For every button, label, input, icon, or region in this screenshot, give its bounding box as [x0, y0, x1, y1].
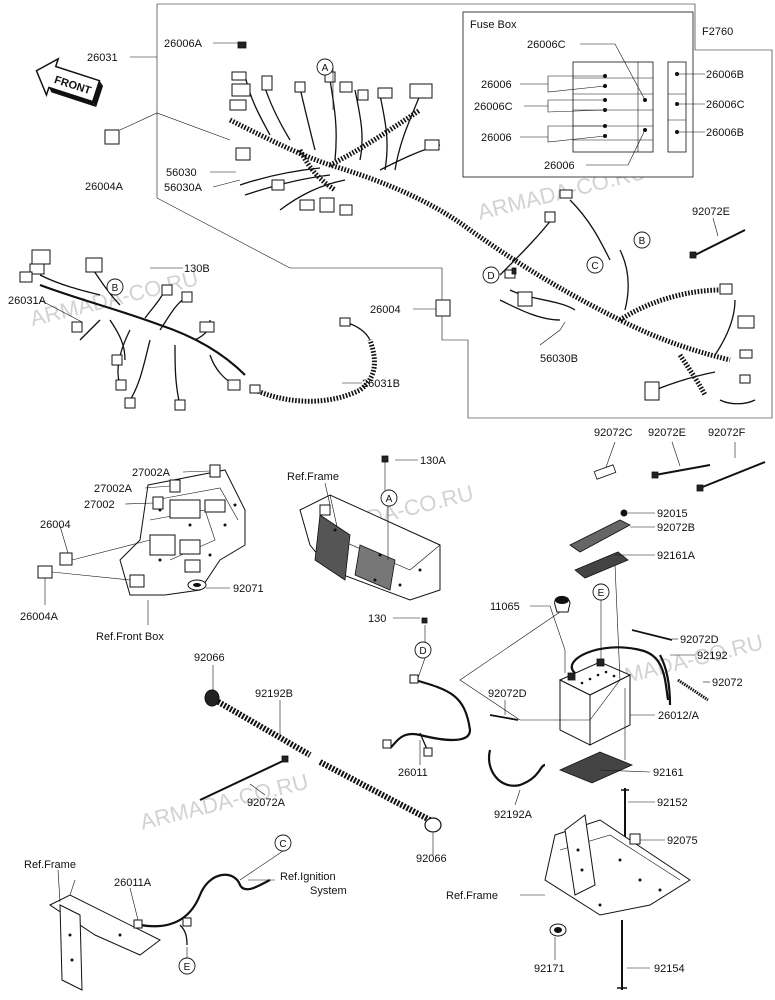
fuse-label-left-5: 26006 — [544, 160, 575, 172]
fuse-label-left-3: 26006C — [474, 101, 513, 113]
label-26006a: 26006A — [164, 38, 203, 50]
front-arrow-icon: FRONT — [35, 57, 103, 107]
ref-frame-left: Ref.Frame — [24, 859, 76, 871]
fuse-label-left-4: 26006 — [481, 132, 512, 144]
cable-ties-row — [593, 441, 766, 492]
label-26004a-top: 26004A — [85, 181, 124, 193]
label-26004-mid: 26004 — [370, 304, 401, 316]
front-box-bracket — [37, 464, 246, 596]
leaders-front-box — [44, 470, 230, 625]
harness-group-border — [156, 3, 773, 419]
label-26031: 26031 — [87, 52, 118, 64]
label-92161a: 92161A — [657, 550, 696, 562]
label-26004-left: 26004 — [40, 519, 71, 531]
label-92072d-left: 92072D — [488, 688, 527, 700]
callout-a: A — [386, 494, 393, 505]
callout-d: D — [487, 271, 494, 282]
battery-assembly — [382, 509, 709, 990]
label-92066-top: 92066 — [194, 652, 225, 664]
fuse-label-right-3: 26006B — [706, 127, 744, 139]
label-92192a: 92192A — [494, 809, 533, 821]
connector-26004a-top — [104, 129, 120, 145]
callout-circle-c — [274, 834, 292, 852]
label-56030: 56030 — [166, 167, 197, 179]
label-92071: 92071 — [233, 583, 264, 595]
cable-tie-92072e-top — [689, 229, 746, 259]
label-26011a: 26011A — [114, 877, 152, 889]
ref-frame-right: Ref.Frame — [446, 890, 498, 902]
callout-b: B — [639, 236, 646, 247]
label-11065: 11065 — [490, 601, 520, 613]
callout-e: E — [598, 588, 605, 599]
ref-ignition-line1: Ref.Ignition — [280, 871, 336, 883]
callout-c: C — [591, 261, 598, 272]
label-92161: 92161 — [653, 767, 684, 779]
callout-d: D — [419, 646, 426, 657]
label-92072e-top: 92072E — [692, 206, 730, 218]
label-92171: 92171 — [534, 963, 565, 975]
main-wire-harness — [228, 74, 756, 405]
harness-protector-92192b — [199, 665, 442, 855]
label-26004a-left: 26004A — [20, 611, 59, 623]
callout-c: C — [279, 839, 286, 850]
label-26031b: 26031B — [362, 378, 400, 390]
label-130b: 130B — [184, 263, 210, 275]
label-92066-bot: 92066 — [416, 853, 447, 865]
leaders-battery — [393, 512, 710, 969]
label-92192: 92192 — [697, 650, 728, 662]
fuse-label-right-2: 26006C — [706, 99, 745, 111]
sub-harness-26031a — [19, 249, 246, 411]
callout-e: E — [184, 962, 191, 973]
label-56030b: 56030B — [540, 353, 578, 365]
label-92072e: 92072E — [648, 427, 686, 439]
fuse-label-left-1: 26006C — [527, 39, 566, 51]
label-92072a: 92072A — [247, 797, 286, 809]
fuse-label-left-2: 26006 — [481, 79, 512, 91]
leaders-top — [39, 42, 719, 384]
label-27002a-1: 27002A — [132, 467, 171, 479]
connector-26004-mid — [435, 299, 451, 317]
label-26031a: 26031A — [8, 295, 47, 307]
callout-circle-a — [380, 489, 398, 507]
ref-front-box: Ref.Front Box — [96, 631, 164, 643]
label-130: 130 — [368, 613, 386, 625]
callout-a: A — [322, 63, 329, 74]
label-26012a: 26012/A — [658, 710, 700, 722]
label-130a: 130A — [420, 455, 446, 467]
label-26011: 26011 — [398, 767, 428, 779]
frame-bracket-center — [299, 455, 441, 601]
label-27002a-2: 27002A — [94, 483, 133, 495]
label-92072d-right: 92072D — [680, 634, 719, 646]
label-92152: 92152 — [657, 797, 688, 809]
label-92192b: 92192B — [255, 688, 293, 700]
callout-circle-d — [414, 641, 432, 659]
callouts-harness: A B C D B — [106, 58, 651, 296]
label-92072b: 92072B — [657, 522, 695, 534]
label-92075: 92075 — [667, 835, 698, 847]
ref-frame-top: Ref.Frame — [287, 471, 339, 483]
callout-b: B — [112, 283, 119, 294]
sub-harness-26031b — [249, 317, 378, 405]
label-27002: 27002 — [84, 499, 115, 511]
ref-ignition-line2: System — [310, 885, 347, 897]
label-92015: 92015 — [657, 508, 688, 520]
label-92072c: 92072C — [594, 427, 633, 439]
label-56030a: 56030A — [164, 182, 203, 194]
fuse-box-inset: Fuse Box 26006C 26006 2 — [462, 11, 745, 178]
label-92072f: 92072F — [708, 427, 746, 439]
fuse-box-title: Fuse Box — [470, 19, 517, 31]
ignition-lead-assembly — [49, 850, 284, 991]
label-92072: 92072 — [712, 677, 743, 689]
callout-circle-e — [178, 957, 196, 975]
diagram-id: F2760 — [702, 26, 733, 38]
fuse-label-right-1: 26006B — [706, 69, 744, 81]
harness-connectors — [229, 41, 755, 401]
label-92154: 92154 — [654, 963, 685, 975]
